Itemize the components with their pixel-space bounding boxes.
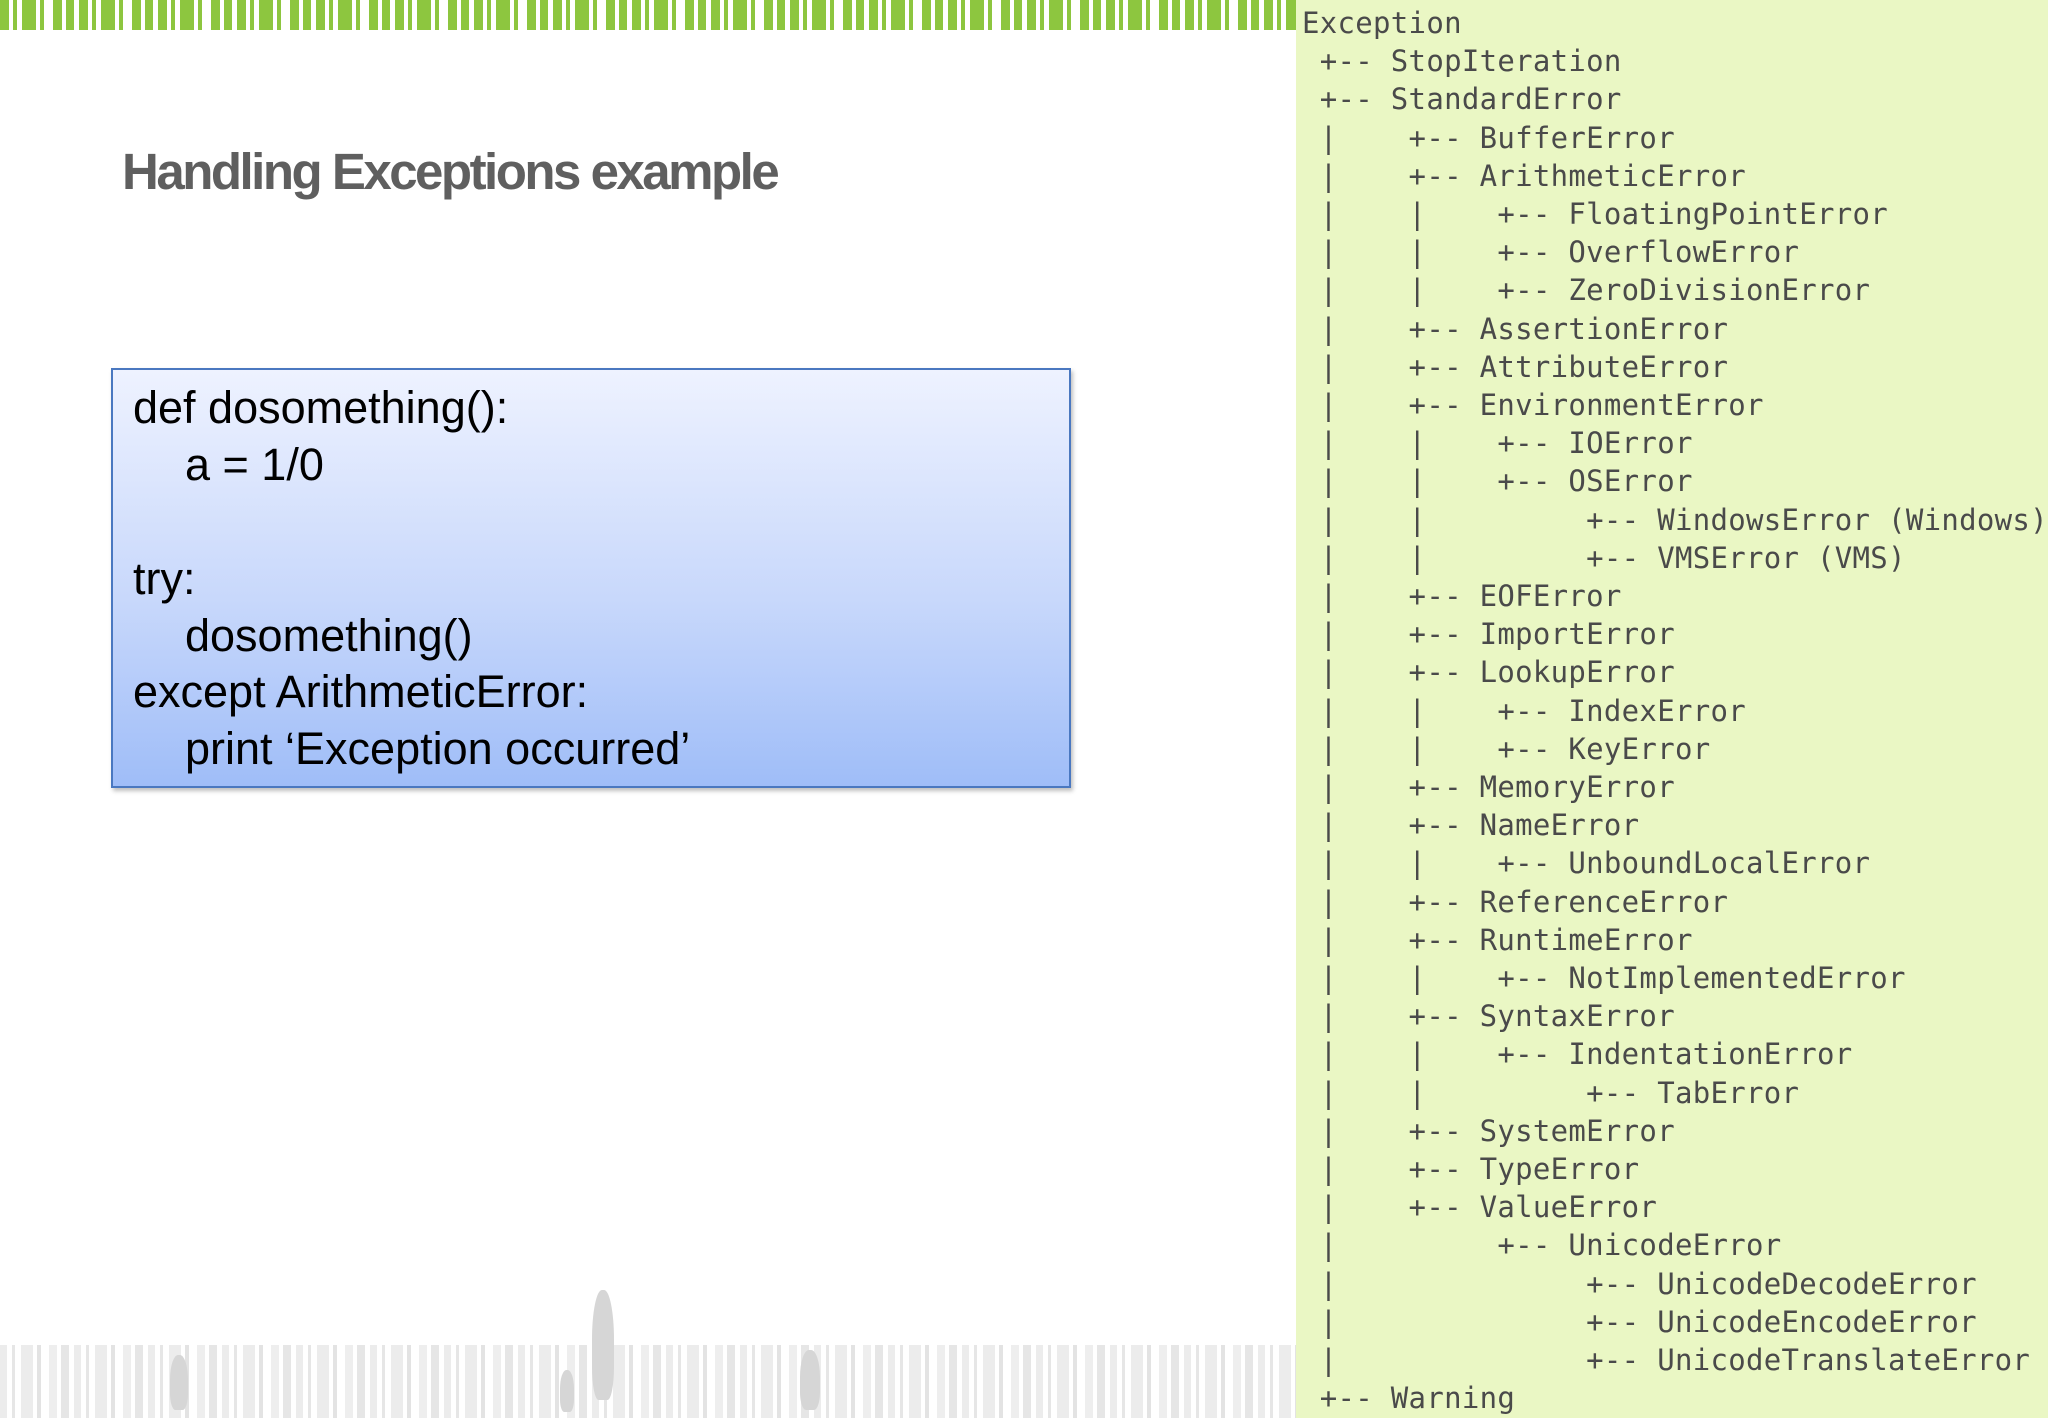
- exception-tree-line: | | +-- TabError: [1302, 1075, 1800, 1110]
- exception-tree-line: | | +-- OSError: [1302, 464, 1693, 499]
- exception-tree-line: | +-- UnicodeTranslateError: [1302, 1343, 2031, 1377]
- decorative-figure: [560, 1370, 574, 1412]
- code-line: dosomething(): [185, 610, 473, 661]
- exception-tree-line: | +-- UnicodeEncodeError: [1302, 1304, 1977, 1339]
- code-line: print ‘Exception occurred’: [185, 723, 691, 774]
- decorative-figure: [800, 1350, 820, 1410]
- exception-tree-line: | | +-- IOError: [1302, 426, 1693, 461]
- exception-tree-line: | | +-- ZeroDivisionError: [1302, 273, 1871, 308]
- exception-tree-line: | +-- MemoryError: [1302, 770, 1675, 804]
- exception-tree-line: | +-- ValueError: [1302, 1190, 1658, 1225]
- exception-tree-line: | +-- LookupError: [1302, 655, 1675, 690]
- code-line: def dosomething():: [133, 382, 509, 433]
- slide-title: Handling Exceptions example: [122, 143, 780, 200]
- exception-tree-line: +-- StandardError: [1302, 82, 1622, 117]
- exception-hierarchy-panel: Exception +-- StopIteration +-- Standard…: [1296, 0, 2048, 1418]
- exception-tree-line: | +-- UnicodeError: [1302, 1228, 1782, 1263]
- exception-tree-line: | | +-- FloatingPointError: [1302, 197, 1889, 231]
- code-example-box: def dosomething(): a = 1/0 try: dosometh…: [111, 368, 1071, 788]
- exception-tree-line: | +-- AssertionError: [1302, 311, 1729, 346]
- exception-tree-line: | +-- TypeError: [1302, 1152, 1640, 1186]
- exception-tree-line: +-- Warning: [1302, 1381, 1516, 1416]
- exception-tree-line: | | +-- IndexError: [1302, 693, 1746, 728]
- exception-tree-line: | +-- BufferError: [1302, 120, 1675, 155]
- exception-tree-line: | | +-- IndentationError: [1302, 1037, 1853, 1072]
- exception-tree-line: | | +-- KeyError: [1302, 731, 1711, 766]
- exception-tree-line: | +-- AttributeError: [1302, 349, 1729, 384]
- exception-tree-line: | | +-- UnboundLocalError: [1302, 846, 1871, 881]
- code-line: a = 1/0: [185, 439, 324, 490]
- code-line: except ArithmeticError:: [133, 666, 589, 717]
- exception-tree-line: | +-- RuntimeError: [1302, 922, 1693, 957]
- exception-tree-line: | +-- NameError: [1302, 808, 1640, 843]
- exception-tree-line: | | +-- NotImplementedError: [1302, 961, 1906, 995]
- exception-tree-line: | | +-- WindowsError (Windows): [1302, 502, 2048, 537]
- decorative-barcode-bottom: [0, 1345, 1296, 1418]
- exception-tree-line: | | +-- OverflowError: [1302, 235, 1800, 270]
- exception-tree-line: +-- StopIteration: [1302, 44, 1622, 79]
- exception-tree-line: | +-- ReferenceError: [1302, 884, 1729, 919]
- decorative-figure: [170, 1355, 188, 1410]
- exception-tree-line: | +-- UnicodeDecodeError: [1302, 1266, 1977, 1301]
- exception-tree-line: | +-- SystemError: [1302, 1113, 1675, 1148]
- exception-tree-line: | +-- ImportError: [1302, 617, 1675, 652]
- exception-tree-line: | +-- EnvironmentError: [1302, 388, 1764, 422]
- exception-tree-line: Exception: [1302, 6, 1462, 40]
- decorative-figure: [592, 1290, 614, 1400]
- exception-tree-line: | +-- SyntaxError: [1302, 999, 1675, 1034]
- exception-tree-line: | +-- ArithmeticError: [1302, 158, 1746, 193]
- decorative-barcode-top: [0, 0, 1296, 30]
- code-line: try:: [133, 553, 196, 604]
- exception-tree-line: | | +-- VMSError (VMS): [1302, 540, 1906, 575]
- exception-tree-line: | +-- EOFError: [1302, 579, 1622, 613]
